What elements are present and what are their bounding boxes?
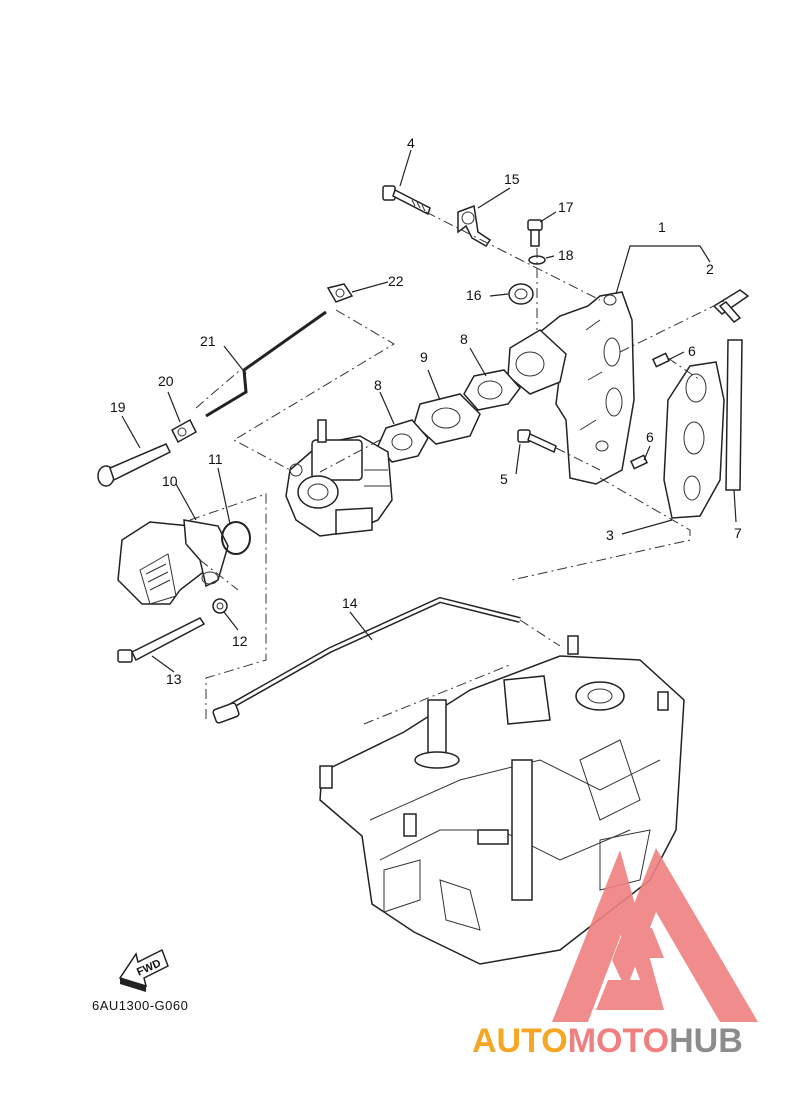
dowel-pin-6-upper-drawing	[651, 352, 671, 368]
callout-labels: 1 2 3 4 5 6 6 7 8 8 9 10 11 12 13 14 15 …	[110, 135, 742, 687]
callout-15: 15	[504, 171, 520, 187]
assembly-lines	[189, 211, 727, 725]
callout-6a: 6	[688, 343, 696, 359]
callout-7: 7	[734, 525, 742, 541]
link-rod-21-drawing	[205, 310, 327, 418]
intake-manifold-1-drawing	[507, 291, 635, 485]
silencer-10-drawing	[117, 519, 229, 605]
callout-18: 18	[558, 247, 574, 263]
hose-14-drawing	[212, 596, 521, 724]
callout-8a: 8	[460, 331, 468, 347]
callout-11: 11	[208, 451, 223, 467]
watermark-moto: MOTO	[568, 1022, 669, 1060]
callout-13: 13	[166, 671, 182, 687]
gasket-3-drawing	[663, 361, 725, 519]
clamp-16-drawing	[508, 283, 534, 305]
callout-8b: 8	[374, 377, 382, 393]
bolt-13-drawing	[117, 617, 206, 663]
watermark-text: AUTOMOTOHUB	[472, 1022, 743, 1060]
callout-16: 16	[466, 287, 482, 303]
dowel-pin-6-lower-drawing	[629, 454, 649, 470]
callout-1: 1	[658, 219, 666, 235]
watermark-hub: HUB	[669, 1022, 743, 1060]
screw-17-drawing	[527, 219, 543, 247]
callout-6b: 6	[646, 429, 654, 445]
watermark-logo-icon	[552, 848, 758, 1022]
leader-lines	[121, 149, 737, 673]
gasket-8-upper-drawing	[463, 369, 521, 411]
pin-20-drawing	[171, 418, 197, 444]
o-ring-11-drawing	[221, 521, 251, 555]
svg-text:AUTOMOTOHUB: AUTOMOTOHUB	[472, 1022, 743, 1060]
drawing-code: 6AU1300-G060	[92, 998, 188, 1013]
carburetor-drawing	[285, 419, 393, 537]
powerhead-drawing	[319, 635, 685, 965]
bolt-5-drawing	[517, 429, 557, 454]
callout-2: 2	[706, 261, 714, 277]
callout-20: 20	[158, 373, 174, 389]
callout-10: 10	[162, 473, 178, 489]
clip-22-drawing	[326, 283, 354, 303]
callout-14: 14	[342, 595, 358, 611]
callout-4: 4	[407, 135, 415, 151]
callout-21: 21	[200, 333, 216, 349]
callout-22: 22	[388, 273, 404, 289]
callout-5: 5	[500, 471, 508, 487]
callout-17: 17	[558, 199, 574, 215]
collar-12-drawing	[212, 598, 228, 614]
callout-19: 19	[110, 399, 126, 415]
clamp-15-drawing	[457, 204, 492, 247]
bolt-4-drawing	[382, 185, 431, 216]
shaft-19-drawing	[97, 443, 172, 487]
callout-9: 9	[420, 349, 428, 365]
fitting-2-drawing	[712, 289, 750, 323]
watermark-auto: AUTO	[472, 1022, 568, 1060]
hose-7-drawing	[725, 339, 743, 491]
callout-3: 3	[606, 527, 614, 543]
callout-12: 12	[232, 633, 248, 649]
fwd-arrow-icon: FWD	[118, 948, 169, 992]
